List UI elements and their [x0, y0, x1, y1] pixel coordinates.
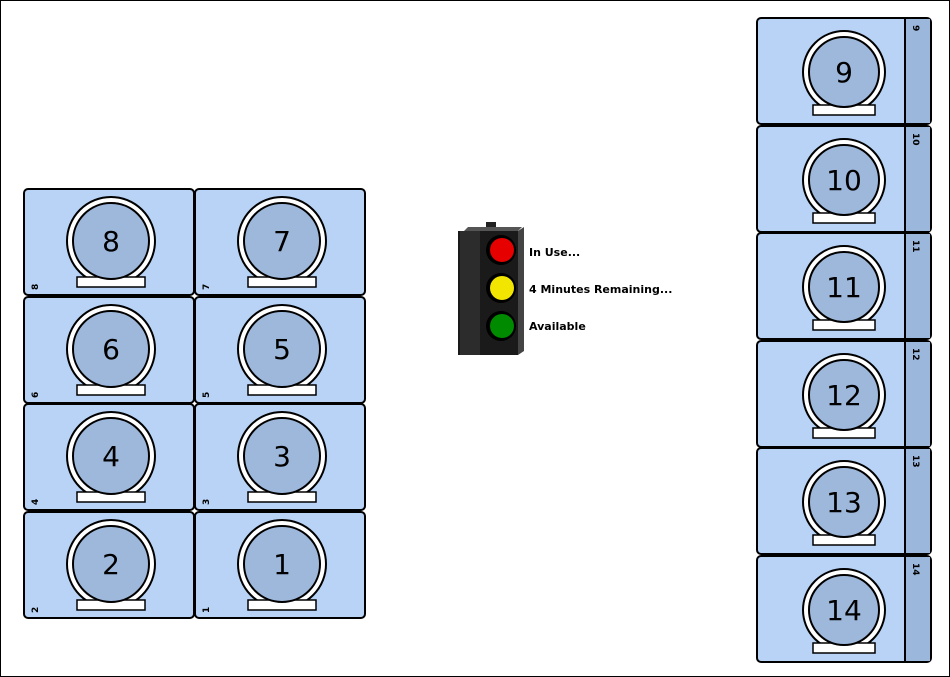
station-side-label: 2: [31, 606, 41, 613]
station-side-label: 5: [202, 391, 212, 398]
station-tile-10[interactable]: 10 10: [756, 125, 932, 233]
legend-minutes-remaining-label: 4 Minutes Remaining...: [529, 283, 673, 296]
station-tile-14[interactable]: 14 14: [756, 555, 932, 663]
seat-icon: 12: [802, 353, 886, 439]
station-tile-11[interactable]: 11 11: [756, 232, 932, 340]
station-side-label: 1: [202, 606, 212, 613]
legend-in-use-label: In Use...: [529, 246, 581, 259]
station-side-label: 14: [910, 563, 920, 576]
station-side-label: 4: [31, 498, 41, 505]
station-side-label: 6: [31, 391, 41, 398]
station-side-label: 12: [910, 348, 920, 361]
seat-icon: 4: [66, 411, 156, 503]
station-side-strip: 11: [904, 234, 930, 338]
seat-icon: 3: [237, 411, 327, 503]
seat-icon: 6: [66, 304, 156, 396]
station-number: 3: [273, 440, 291, 473]
seat-icon: 7: [237, 196, 327, 288]
station-number: 4: [102, 440, 120, 473]
station-side-label: 13: [910, 455, 920, 468]
station-number: 1: [273, 548, 291, 581]
station-side-strip: 10: [904, 127, 930, 231]
station-side-label: 3: [202, 498, 212, 505]
station-side-label: 11: [910, 240, 920, 253]
seat-icon: 13: [802, 460, 886, 546]
seat-icon: 9: [802, 30, 886, 116]
seat-icon: 10: [802, 138, 886, 224]
green-light-icon: [490, 314, 514, 338]
station-number: 8: [102, 225, 120, 258]
seat-icon: 1: [237, 519, 327, 611]
station-number: 14: [826, 594, 862, 627]
station-number: 10: [826, 164, 862, 197]
station-side-strip: 9: [904, 19, 930, 123]
seat-icon: 14: [802, 568, 886, 654]
station-tile-12[interactable]: 12 12: [756, 340, 932, 448]
legend-available-label: Available: [529, 320, 586, 333]
seat-icon: 5: [237, 304, 327, 396]
station-number: 5: [273, 333, 291, 366]
station-number: 7: [273, 225, 291, 258]
station-side-strip: 12: [904, 342, 930, 446]
station-side-strip: 13: [904, 449, 930, 553]
station-number: 9: [835, 56, 853, 89]
station-tile-13[interactable]: 13 13: [756, 447, 932, 555]
station-side-strip: 14: [904, 557, 930, 661]
station-side-label: 10: [910, 133, 920, 146]
station-side-label: 8: [31, 283, 41, 290]
seat-icon: 8: [66, 196, 156, 288]
seat-icon: 11: [802, 245, 886, 331]
status-legend: In Use... 4 Minutes Remaining... Availab…: [456, 219, 696, 359]
yellow-light-icon: [490, 276, 514, 300]
station-number: 13: [826, 486, 862, 519]
traffic-light-icon: [458, 222, 524, 355]
station-side-label: 7: [202, 283, 212, 290]
seat-icon: 2: [66, 519, 156, 611]
station-side-label: 9: [910, 25, 920, 32]
station-number: 2: [102, 548, 120, 581]
station-number: 6: [102, 333, 120, 366]
station-number: 11: [826, 271, 862, 304]
station-number: 12: [826, 379, 862, 412]
